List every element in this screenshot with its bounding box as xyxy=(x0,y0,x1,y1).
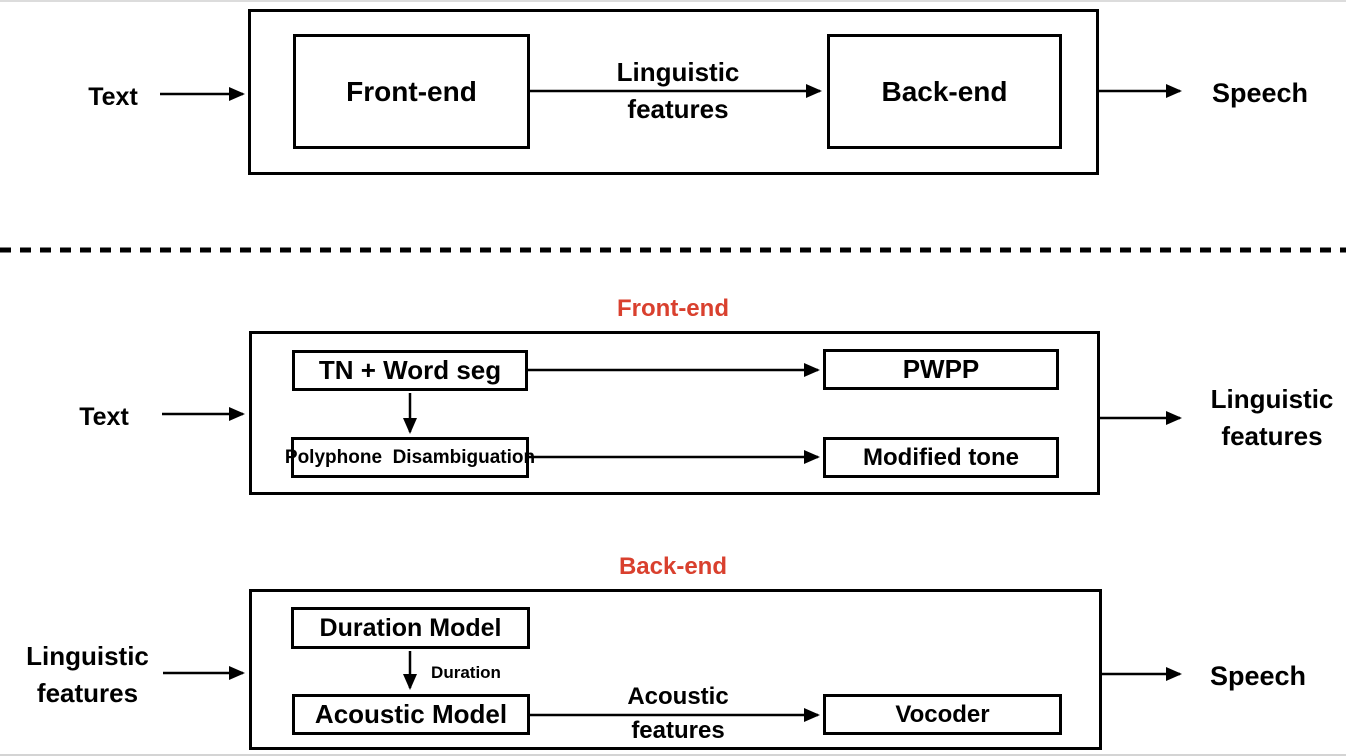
backend-input-label-line1: Linguistic xyxy=(26,641,149,671)
acoustic-features-arrow-label: Acoustic features xyxy=(578,680,778,748)
overview-backend-box-label: Back-end xyxy=(881,75,1008,107)
pwpp-box-label: PWPP xyxy=(902,354,980,384)
overview-system-box xyxy=(248,9,1099,175)
duration-model-box: Duration Model xyxy=(291,607,530,649)
acoustic-model-box-label: Acoustic Model xyxy=(314,699,508,729)
overview-arrow-label: Linguistic features xyxy=(578,54,778,128)
overview-arrow-label-line1: Linguistic xyxy=(616,57,740,87)
backend-detail-box xyxy=(249,589,1102,750)
frontend-section-title: Front-end xyxy=(617,295,729,322)
overview-frontend-box: Front-end xyxy=(293,34,530,149)
vocoder-box: Vocoder xyxy=(823,694,1062,735)
acoustic-model-box: Acoustic Model xyxy=(292,694,530,735)
tn-wordseg-box: TN + Word seg xyxy=(292,350,528,391)
tn-wordseg-box-label: TN + Word seg xyxy=(318,355,502,385)
overview-arrow-label-line2: features xyxy=(627,94,729,124)
backend-section-title: Back-end xyxy=(618,553,728,580)
modified-tone-box: Modified tone xyxy=(823,437,1059,478)
vocoder-box-label: Vocoder xyxy=(895,700,990,728)
frontend-input-label: Text xyxy=(79,403,129,431)
overview-input-label: Text xyxy=(88,83,138,111)
frontend-output-label-line2: features xyxy=(1221,421,1323,451)
overview-frontend-box-label: Front-end xyxy=(346,75,477,107)
backend-output-label: Speech xyxy=(1209,661,1307,691)
backend-input-label-line2: features xyxy=(36,678,139,708)
acoustic-features-arrow-label-line2: features xyxy=(631,717,725,744)
overview-output-label: Speech xyxy=(1211,78,1309,108)
pwpp-box: PWPP xyxy=(823,349,1059,390)
polyphone-disambiguation-box: Polyphone Disambiguation xyxy=(285,437,535,478)
duration-model-box-label: Duration Model xyxy=(319,613,502,642)
duration-arrow-label: Duration xyxy=(431,663,501,682)
acoustic-features-arrow-label-line1: Acoustic xyxy=(627,683,729,710)
overview-backend-box: Back-end xyxy=(827,34,1062,149)
frontend-output-label: Linguistic features xyxy=(1172,381,1346,455)
frontend-output-label-line1: Linguistic xyxy=(1210,384,1334,414)
polyphone-disambiguation-box-label: Polyphone Disambiguation xyxy=(284,446,536,468)
backend-input-label: Linguistic features xyxy=(0,638,175,712)
frontend-detail-box xyxy=(249,331,1100,495)
modified-tone-box-label: Modified tone xyxy=(863,443,1019,471)
